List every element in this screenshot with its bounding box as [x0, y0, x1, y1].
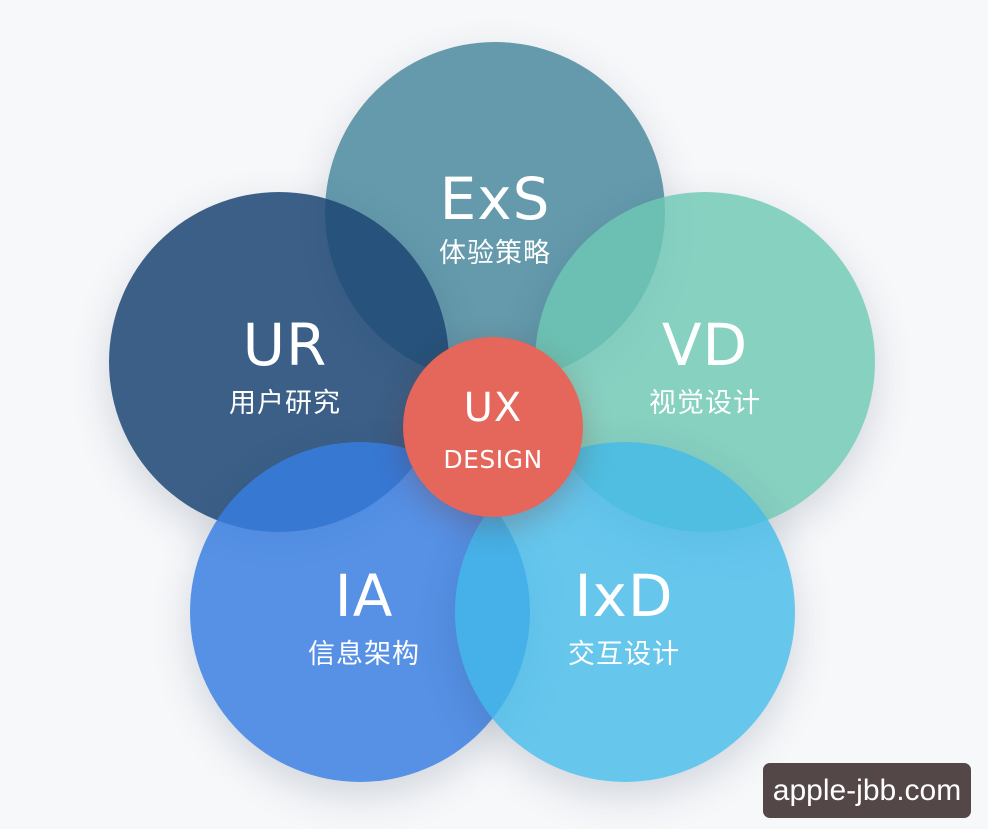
vd-sublabel: 视觉设计	[649, 388, 761, 419]
ux-center-circle	[403, 337, 583, 517]
vd-label: VD	[661, 311, 749, 379]
watermark-badge: apple-jbb.com	[763, 763, 971, 818]
ia-label: IA	[334, 562, 394, 630]
ixd-sublabel: 交互设计	[568, 639, 680, 670]
exs-sublabel: 体验策略	[439, 238, 551, 269]
ur-label: UR	[242, 311, 328, 379]
design-label: DESIGN	[443, 445, 543, 474]
ux-label: UX	[463, 385, 523, 431]
exs-label: ExS	[439, 165, 551, 233]
ia-sublabel: 信息架构	[308, 639, 420, 670]
ixd-label: IxD	[574, 562, 674, 630]
ur-sublabel: 用户研究	[229, 388, 341, 419]
